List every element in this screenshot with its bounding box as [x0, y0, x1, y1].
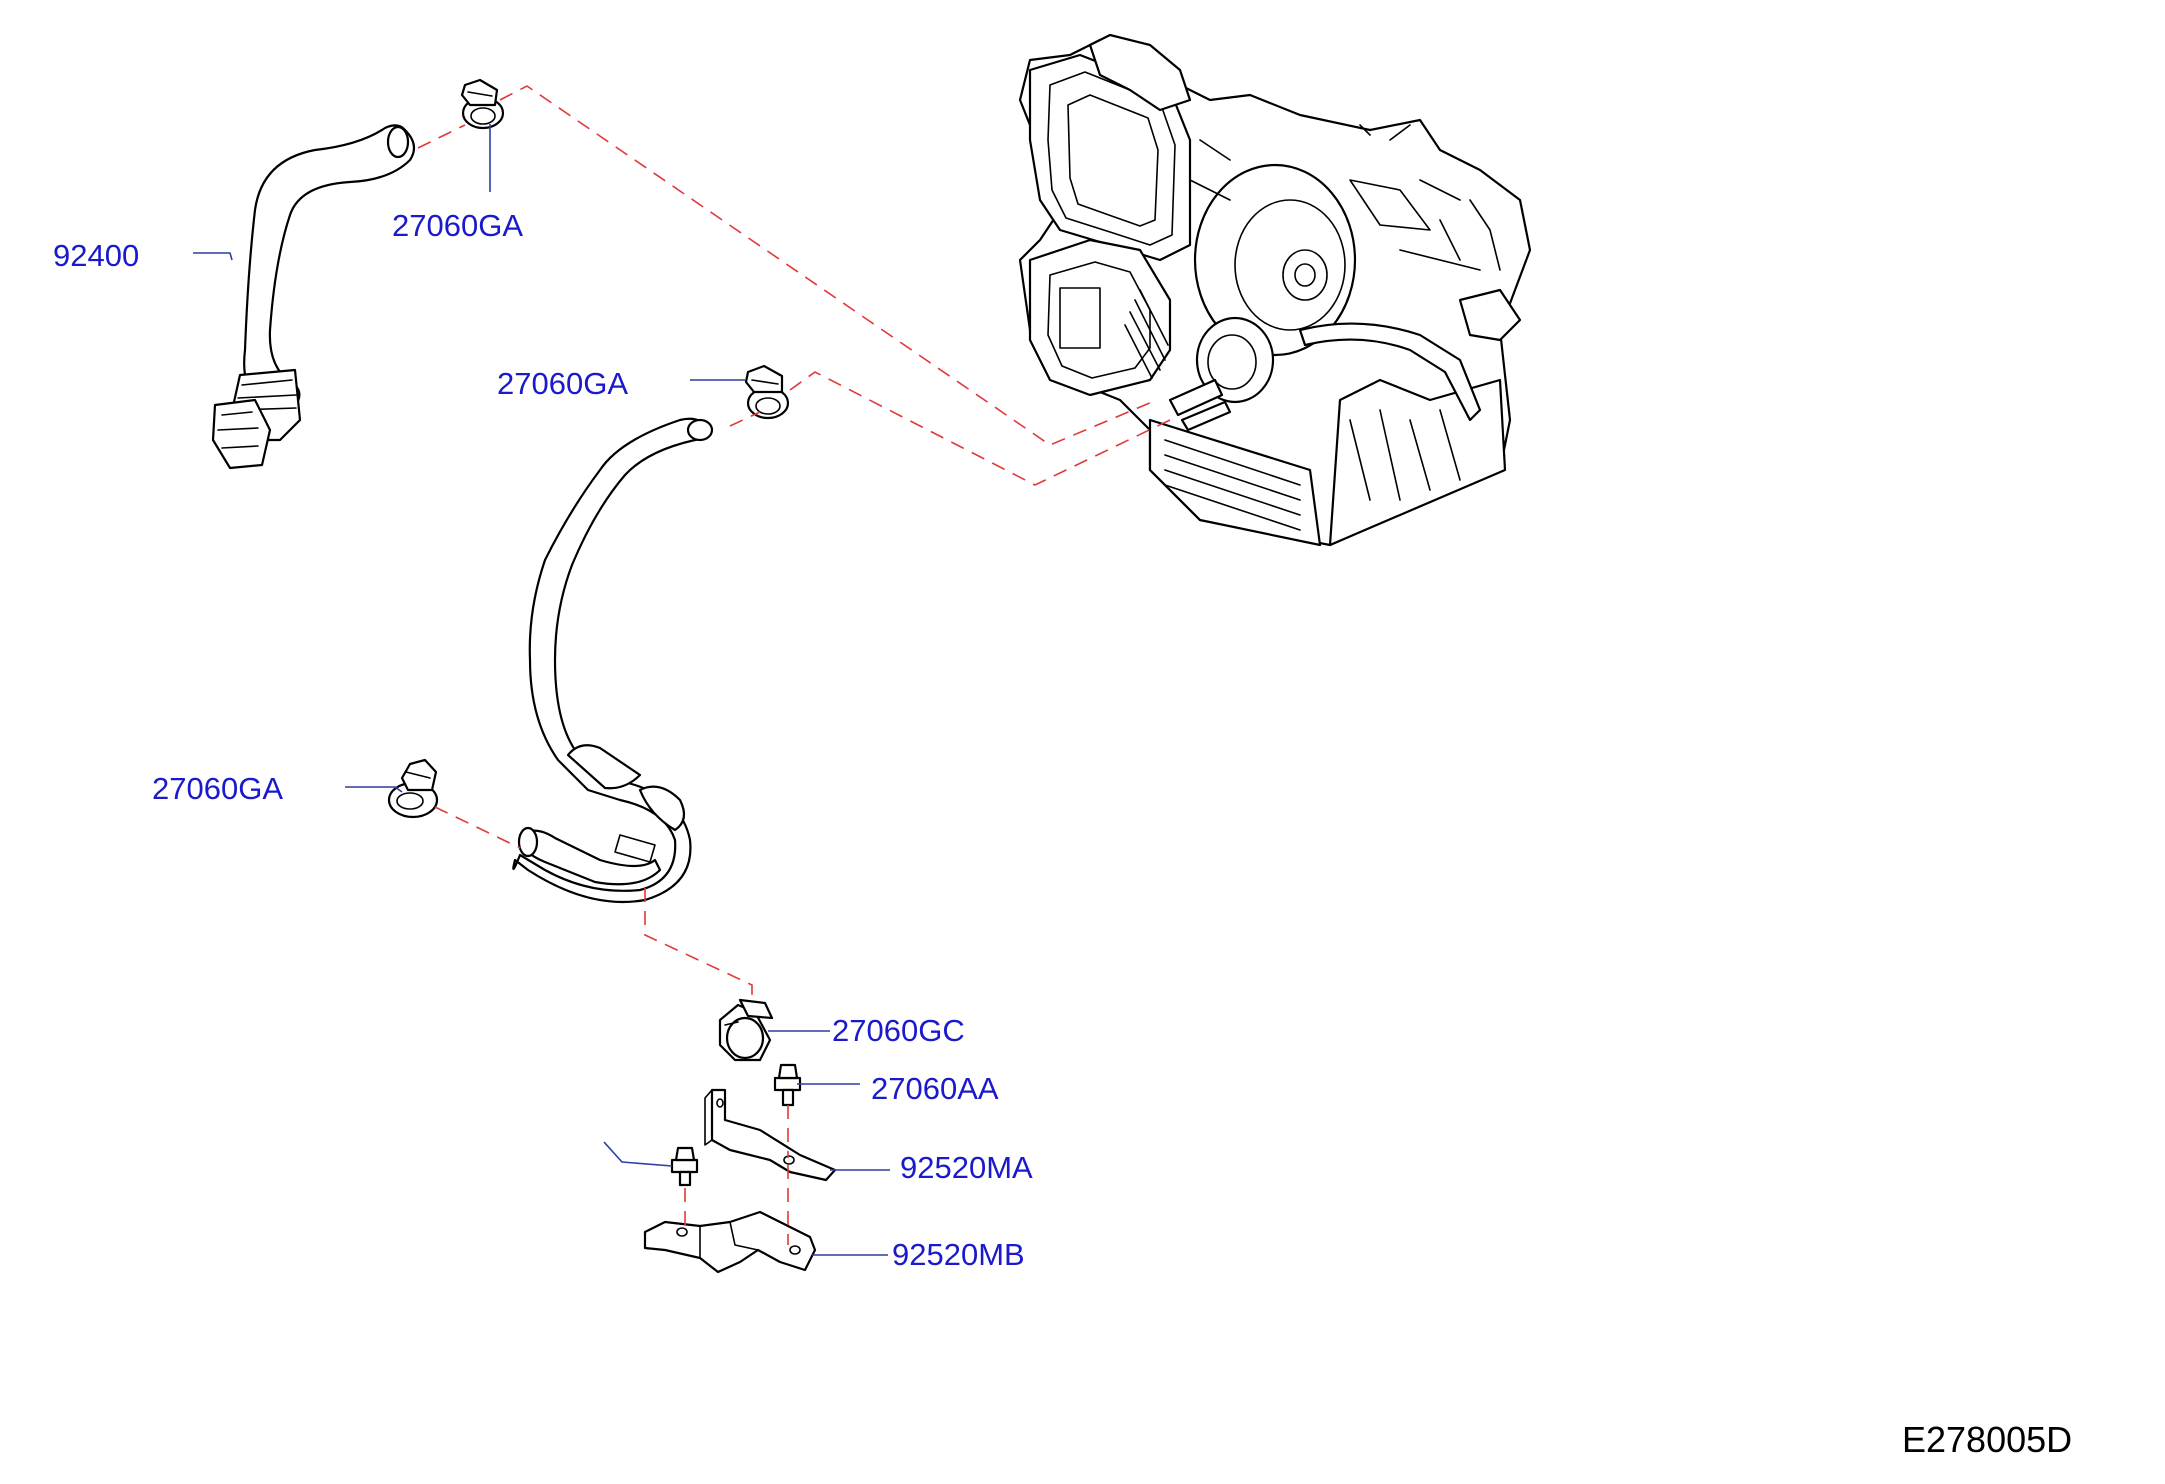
clamp-27060GC: [718, 998, 774, 1062]
label-92400: 92400: [53, 238, 140, 273]
drawing-id: E278005D: [1902, 1419, 2073, 1460]
bracket-92520MB: [643, 1210, 817, 1274]
label-27060GA-upper: 27060GA: [392, 208, 523, 243]
leader-lines: [193, 124, 890, 1256]
clamp-27060GA-middle: [744, 364, 790, 420]
bolt-bracket-lower: [670, 1146, 699, 1187]
assembly-lines: [417, 85, 1171, 1245]
label-27060GA-middle: 27060GA: [497, 366, 628, 401]
hose-92400: [211, 124, 416, 470]
clamp-27060GA-upper: [460, 78, 505, 130]
bracket-92520MA: [704, 1088, 837, 1182]
label-27060AA: 27060AA: [871, 1071, 999, 1106]
label-27060GA-lower: 27060GA: [152, 771, 283, 806]
label-92520MB: 92520MB: [892, 1237, 1025, 1272]
label-92520MA: 92520MA: [900, 1150, 1033, 1185]
label-27060GC: 27060GC: [832, 1013, 965, 1048]
heater-unit-assembly: [1018, 33, 1532, 547]
hose-middle: [512, 417, 714, 904]
bolt-27060AA: [773, 1063, 802, 1107]
